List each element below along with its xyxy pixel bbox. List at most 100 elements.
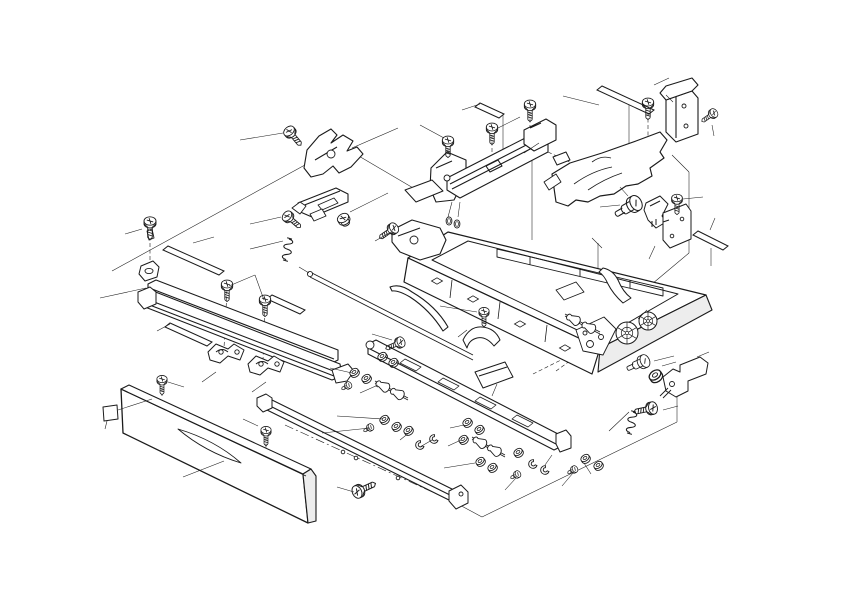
leader-line-35: [608, 411, 630, 432]
chassis-front-face: [403, 257, 601, 375]
washer-side: [514, 449, 524, 458]
washer-0: [349, 367, 360, 378]
washer-side: [459, 436, 469, 445]
frame-hole-diamond-3: [558, 344, 572, 352]
e-clip-3: [540, 465, 550, 475]
chassis-front-ticks: [449, 279, 548, 343]
guide-housing-body: [446, 132, 549, 199]
washer-side: [476, 458, 486, 467]
small-bolt-slot: [517, 472, 519, 476]
cone-shape: [581, 321, 597, 334]
label-tag: [102, 404, 119, 422]
washer-side: [362, 375, 372, 384]
phillips-slot: [223, 281, 231, 287]
lever-bracket-pin: [659, 387, 672, 399]
chassis-curved-guide: [598, 267, 632, 304]
screw-threads: [481, 317, 487, 325]
washer-side: [594, 462, 604, 471]
cone-shape: [487, 444, 502, 457]
wheel-rim: [638, 311, 658, 331]
hole-4: [258, 361, 264, 367]
screw-neck: [478, 313, 490, 317]
screw-threads: [381, 230, 388, 239]
screw-pan-6: [260, 426, 272, 447]
e-clip-0: [415, 440, 425, 450]
leader-line-24: [665, 94, 674, 103]
leader-line-8: [192, 236, 215, 244]
small-bolt-side: [366, 423, 373, 432]
washer-hole: [651, 372, 659, 378]
latch-lever: [317, 197, 339, 211]
wheel-spoke: [640, 321, 647, 326]
left-rail-cap: [137, 286, 157, 310]
front-panel-side: [302, 468, 317, 524]
mylar-strip-2: [266, 294, 306, 315]
screw-pan-2: [143, 216, 157, 241]
pin-outer: [445, 216, 453, 226]
cone-shape: [375, 380, 391, 393]
molded-guide-body: [551, 131, 668, 207]
bolt-body: [621, 201, 635, 215]
phillips-slot: [481, 308, 487, 314]
washer-6: [474, 424, 485, 435]
pin-inner: [447, 218, 451, 224]
hole-5: [274, 361, 280, 367]
cone-roller-1-0: [472, 436, 488, 449]
leader-line-17: [336, 486, 355, 493]
front-panel-swoosh: [177, 428, 242, 464]
screw-neck: [285, 213, 294, 223]
washer-15: [648, 369, 664, 384]
leader-line-0: [239, 132, 284, 141]
screw-pan-1: [281, 210, 301, 229]
leader-line-59: [104, 420, 108, 430]
hole-9: [669, 233, 675, 239]
washer-hole: [515, 450, 521, 454]
washer-4: [403, 425, 414, 436]
screw-boltsm-24: [567, 465, 579, 475]
screw-threads: [159, 385, 165, 393]
phantom-line-1: [351, 151, 421, 193]
screw-threads: [637, 407, 645, 414]
leader-line-10: [254, 274, 265, 301]
hole-17: [365, 340, 375, 350]
roller-shaft-1: [471, 436, 506, 458]
screw-neck: [356, 484, 365, 497]
latch-end: [291, 201, 307, 215]
washer-hole: [582, 456, 588, 460]
screw-pan-13: [351, 481, 377, 499]
pulley-wheel-0: [615, 321, 639, 345]
screw-threads: [291, 220, 300, 227]
leader-line-15: [182, 460, 225, 478]
layer-fasteners: [143, 97, 719, 499]
wheel-rim: [615, 321, 639, 345]
cone-shape: [472, 436, 488, 449]
washer-hole: [489, 465, 495, 469]
mylar-strip-4: [596, 85, 655, 115]
washer-side: [378, 353, 388, 362]
leader-line-11: [201, 371, 217, 383]
leader-line-32: [653, 355, 675, 362]
washer-hole: [595, 463, 601, 467]
screw-pan-12: [478, 307, 490, 328]
screw-neck: [642, 104, 654, 109]
grommet-hole-0: [144, 267, 154, 275]
screw-threads: [263, 436, 269, 444]
leader-line-22: [497, 116, 521, 129]
hole-0: [409, 235, 419, 245]
hole-3: [234, 349, 240, 355]
leader-line-48: [583, 462, 592, 475]
screw-threads: [147, 229, 153, 237]
screw-threads: [292, 136, 301, 144]
screw-pan-0: [283, 125, 302, 146]
chassis-back-fence: [496, 248, 664, 297]
phillips-slot: [712, 110, 716, 116]
washer-side: [404, 427, 414, 436]
screw-threads: [445, 147, 451, 155]
leader-line-39: [336, 415, 384, 420]
layer-parts: [102, 77, 729, 524]
screw-neck: [671, 200, 683, 204]
phillips-slot: [263, 427, 269, 433]
screw-pan-5: [156, 375, 168, 396]
pulley-wheel-1: [638, 311, 658, 331]
screw-pan-11: [671, 193, 683, 216]
